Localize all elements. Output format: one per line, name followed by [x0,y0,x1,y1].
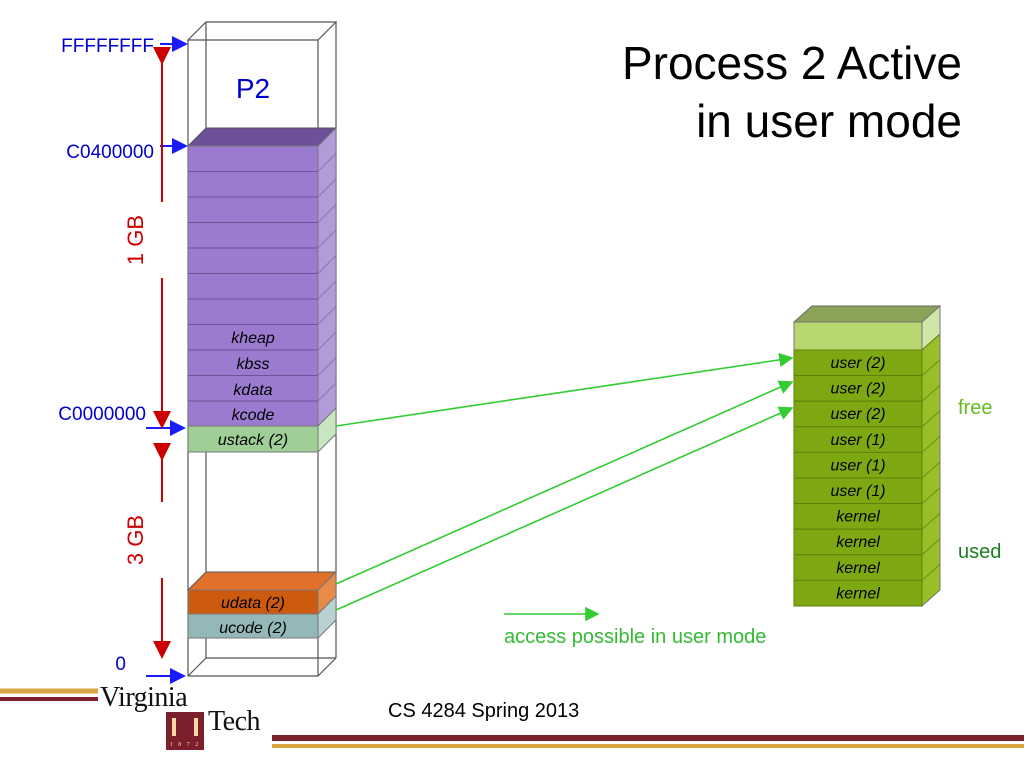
physical-memory: user (2) user (2) user (2) user (1) user (1)… [792,304,1001,608]
kernel-divider-side [317,382,337,402]
frame-side-divider [921,384,941,402]
map-arrow-ucode [335,406,794,611]
address-top: FFFFFFFF [61,36,154,57]
frame-side-divider [921,512,941,530]
legend: access possible in user mode [504,606,766,648]
frame-block [793,426,923,453]
kernel-divider-side [317,331,337,351]
frame-list: user (2) user (2) user (2) user (1) user (1)… [793,333,941,607]
user-size-label: 3 GB [123,515,148,565]
size-brackets: 1 GB 3 GB [123,47,178,659]
kernel-divider-side [317,229,337,249]
kernel-divider-side [317,306,337,325]
free-label: free [958,397,992,419]
process-label: P2 [236,73,270,104]
kernel-block-kheap: kheap [231,330,275,347]
udata-block [186,570,338,616]
kernel-divider-side [317,280,337,300]
frame-block [793,503,923,530]
frame-block [793,400,923,428]
legend-text: access possible in user mode [504,626,766,648]
frame-label: kernel [836,509,880,526]
kernel-block-kcode: kcode [232,407,275,424]
frame-label: kernel [836,534,880,551]
slide-title: Process 2 Active in user mode [402,34,962,150]
frame-block [793,579,923,607]
frame-block [793,375,923,402]
kernel-block-kdata: kdata [233,382,272,399]
slide-title-line-2: in user mode [696,95,962,147]
address-labels: FFFFFFFF C0400000 C0000000 0 [58,36,188,684]
ustack-label: ustack (2) [218,432,288,449]
mapping-arrows [335,352,794,611]
udata-label: udata (2) [221,595,285,612]
frame-side-divider [921,487,941,504]
address-split: C0000000 [58,404,146,425]
footer-text: CS 4284 Spring 2013 [388,700,580,722]
frame-label: user (1) [830,457,885,474]
kernel-block-kbss: kbss [237,356,270,373]
frame-side-divider [921,538,941,556]
frame-block [793,477,923,505]
address-bottom: 0 [115,654,126,675]
frame-label: kernel [836,560,880,577]
frame-label: user (2) [830,355,885,372]
kernel-divider-side [317,178,337,198]
frame-label: user (2) [830,406,885,423]
frame-side-divider [921,436,941,453]
map-arrow-udata [335,380,794,585]
frame-side-divider [921,333,941,351]
kernel-divider-side [317,357,337,376]
logo-tech: Tech [208,706,261,737]
kernel-dividers [188,153,337,402]
address-kernel-start: C0400000 [66,142,154,163]
frame-label: user (2) [830,381,885,398]
frame-side-divider [921,564,941,581]
frame-side-divider [921,410,941,428]
slide-title-line-1: Process 2 Active [621,37,962,89]
kernel-divider-side [317,255,337,274]
used-label: used [958,541,1001,563]
free-frame-block [793,321,923,351]
frame-label: kernel [836,585,880,602]
address-space: P2 kheap kbss kdata kcode ustack (2) uda… [186,21,338,677]
logo-seal-icon: 1 8 7 2 [166,712,204,750]
ucode-label: ucode (2) [219,620,287,637]
ustack-block [187,406,337,454]
frame-side-divider [921,461,941,479]
ucode-block [187,594,337,640]
logo-virginia: Virginia [100,682,188,713]
frame-label: user (1) [830,432,885,449]
kernel-size-label: 1 GB [123,215,148,265]
footer-rules [0,688,1024,748]
map-arrow-ustack [335,352,794,427]
frame-side-divider [921,359,941,376]
kernel-divider-side [317,153,337,172]
frame-label: user (1) [830,483,885,500]
kernel-region [186,126,338,428]
frame-block [793,554,923,581]
kernel-divider-side [317,204,337,223]
